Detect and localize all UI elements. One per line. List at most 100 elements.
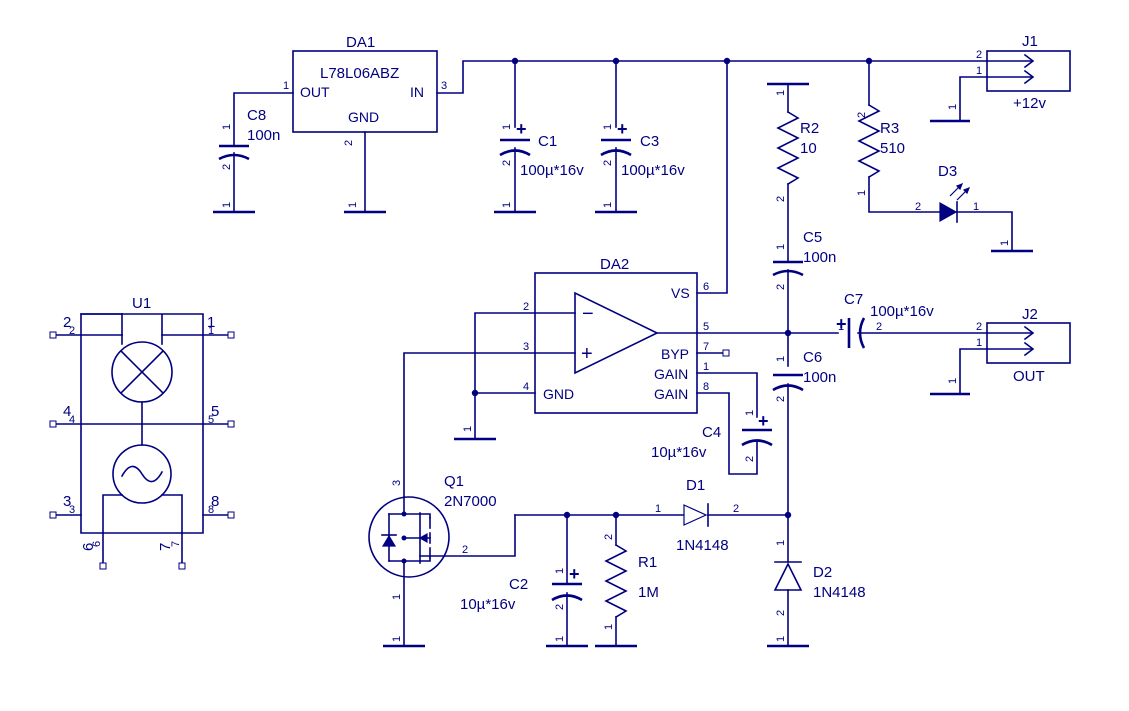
- svg-text:2: 2: [603, 534, 615, 540]
- d3-ref: D3: [938, 163, 957, 180]
- c1-capacitor: + C1 100µ*16v 1 2 1: [494, 119, 584, 214]
- svg-text:1: 1: [856, 190, 868, 196]
- svg-text:2: 2: [602, 160, 614, 166]
- svg-text:3: 3: [441, 80, 447, 92]
- svg-text:3: 3: [63, 493, 71, 510]
- svg-text:1: 1: [976, 65, 982, 77]
- da2-pin-vs: VS: [671, 285, 690, 301]
- svg-text:2: 2: [976, 49, 982, 61]
- svg-text:3: 3: [69, 504, 75, 516]
- svg-text:1: 1: [703, 361, 709, 373]
- svg-text:1: 1: [207, 314, 215, 331]
- svg-text:5: 5: [211, 403, 219, 420]
- svg-text:6: 6: [703, 281, 709, 293]
- da1-regulator: DA1 L78L06ABZ OUT IN GND 1 3 2 1: [283, 34, 447, 214]
- r1-value: 1M: [638, 584, 659, 601]
- c3-ref: C3: [640, 133, 659, 150]
- r3-resistor: R3 510 2 1: [856, 103, 941, 213]
- c7-capacitor: + C7 100µ*16v 1 2: [836, 291, 988, 349]
- svg-text:6: 6: [91, 541, 103, 547]
- d2-value: 1N4148: [813, 584, 866, 601]
- svg-text:2: 2: [343, 140, 355, 146]
- r2-resistor: R2 10 1 2: [767, 82, 819, 262]
- c8-value: 100n: [247, 127, 280, 144]
- da2-wiring: 1: [403, 312, 839, 498]
- da1-pin-in: IN: [410, 84, 424, 100]
- r2-ref: R2: [800, 120, 819, 137]
- svg-text:1: 1: [602, 124, 614, 130]
- svg-text:1: 1: [775, 540, 787, 546]
- svg-text:1: 1: [947, 378, 959, 384]
- c5-value: 100n: [803, 249, 836, 266]
- da2-plus: +: [581, 343, 593, 365]
- q1-mosfet: Q1 2N7000 3 2 1 1: [368, 473, 516, 648]
- r3-ref: R3: [880, 120, 899, 137]
- svg-text:2: 2: [69, 325, 75, 337]
- svg-text:2: 2: [876, 321, 882, 333]
- svg-text:1: 1: [554, 568, 566, 574]
- svg-text:2: 2: [501, 160, 513, 166]
- svg-text:8: 8: [208, 504, 214, 516]
- da1-ref: DA1: [346, 34, 375, 51]
- j2-connector: J2 OUT 2 1 1: [930, 306, 1071, 396]
- c7-plus: +: [836, 314, 847, 334]
- svg-text:1: 1: [775, 244, 787, 250]
- d2-ref: D2: [813, 564, 832, 581]
- svg-text:2: 2: [63, 314, 71, 331]
- svg-text:2: 2: [733, 503, 739, 515]
- svg-text:1: 1: [838, 321, 844, 333]
- svg-text:1: 1: [391, 636, 403, 642]
- svg-text:3: 3: [391, 480, 403, 486]
- c6-capacitor: C6 100n 1 2: [772, 349, 836, 562]
- c3-value: 100µ*16v: [621, 162, 685, 179]
- c4-capacitor: + C4 10µ*16v 1 2: [651, 410, 773, 462]
- svg-text:4: 4: [523, 381, 529, 393]
- svg-text:2: 2: [744, 456, 756, 462]
- c5-ref: C5: [803, 229, 822, 246]
- svg-text:1: 1: [744, 410, 756, 416]
- da2-pin-gain8: GAIN: [654, 386, 688, 402]
- svg-text:4: 4: [63, 403, 71, 420]
- da1-pin-gnd: GND: [348, 109, 379, 125]
- svg-text:1: 1: [391, 594, 403, 600]
- c4-value: 10µ*16v: [651, 444, 707, 461]
- svg-text:8: 8: [703, 381, 709, 393]
- da2-pin-byp: BYP: [661, 346, 689, 362]
- svg-text:7: 7: [703, 341, 709, 353]
- svg-text:1: 1: [283, 80, 289, 92]
- c6-ref: C6: [803, 349, 822, 366]
- svg-text:1: 1: [208, 325, 214, 337]
- j2-ref: J2: [1022, 306, 1038, 323]
- d1-value: 1N4148: [676, 537, 729, 554]
- svg-text:1: 1: [221, 202, 233, 208]
- c8-capacitor: C8 100n 1 2 1: [213, 92, 294, 214]
- svg-text:1: 1: [501, 124, 513, 130]
- q1-ref: Q1: [444, 473, 464, 490]
- da1-value: L78L06ABZ: [320, 65, 399, 82]
- svg-text:2: 2: [775, 196, 787, 202]
- c1-plus: +: [516, 119, 527, 139]
- j1-connector: J1 +12v 2 1 1: [930, 33, 1071, 123]
- svg-text:2: 2: [976, 321, 982, 333]
- d2-diode: D2 1N4148 1 2 1: [767, 540, 866, 648]
- j1-ref: J1: [1022, 33, 1038, 50]
- svg-text:6: 6: [80, 543, 97, 551]
- c1-ref: C1: [538, 133, 557, 150]
- c6-value: 100n: [803, 369, 836, 386]
- svg-text:1: 1: [999, 240, 1011, 246]
- u1-symbol: U1 2 2 1 1 4 4: [49, 295, 235, 570]
- j2-value: OUT: [1013, 368, 1045, 385]
- svg-text:5: 5: [208, 414, 214, 426]
- d1-ref: D1: [686, 477, 705, 494]
- svg-text:1: 1: [603, 624, 615, 630]
- d1-diode: D1 1N4148 1 2: [514, 477, 792, 554]
- c7-ref: C7: [844, 291, 863, 308]
- svg-text:1: 1: [554, 636, 566, 642]
- svg-text:2: 2: [462, 544, 468, 556]
- u1-ref: U1: [132, 295, 151, 312]
- d3-led: D3 2 1 1: [915, 163, 1033, 253]
- svg-text:2: 2: [775, 396, 787, 402]
- svg-text:2: 2: [554, 604, 566, 610]
- q1-value: 2N7000: [444, 493, 497, 510]
